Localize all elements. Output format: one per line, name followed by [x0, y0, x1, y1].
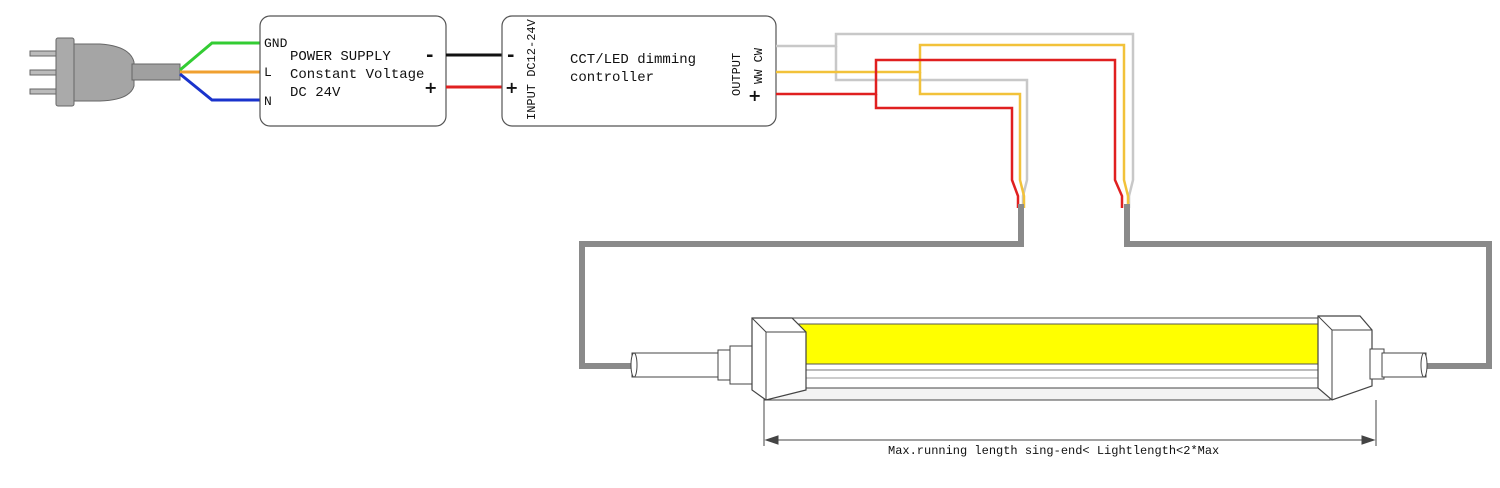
feed-cable — [579, 204, 1492, 369]
controller-channels-label: WW CW — [752, 47, 766, 84]
dimension-note: Max.running length sing-end< Lightlength… — [888, 444, 1219, 458]
cw-wire-branch — [834, 46, 1029, 208]
led-light-strip — [795, 323, 1321, 365]
controller-input-plus: + — [505, 78, 518, 97]
ww-wire — [776, 43, 1130, 208]
dc-wires — [446, 53, 502, 89]
controller-title-line1: CCT/LED dimming — [570, 52, 696, 68]
output-wires — [776, 32, 1135, 208]
ww-wire-branch — [918, 72, 1026, 208]
gnd-terminal-label: GND — [264, 36, 288, 51]
power-supply-title: POWER SUPPLY — [290, 49, 391, 65]
controller-title-line2: controller — [570, 70, 654, 86]
power-supply-minus-terminal: - — [426, 45, 433, 66]
plus-wire — [776, 58, 1124, 208]
led-neon-bar — [630, 315, 1428, 401]
controller-input-minus: - — [507, 45, 514, 66]
controller-box: INPUT DC12-24V - + CCT/LED dimming contr… — [501, 15, 777, 127]
power-supply-line3: DC 24V — [290, 85, 341, 101]
power-supply-plus-terminal: + — [424, 78, 437, 97]
neutral-wire — [179, 72, 262, 102]
controller-output-label: OUTPUT — [730, 53, 744, 96]
mains-wires — [179, 41, 262, 102]
power-plug-icon — [29, 37, 181, 107]
gnd-wire — [179, 41, 262, 72]
dimension-line — [763, 400, 1377, 446]
live-terminal-label: L — [264, 65, 272, 80]
controller-output-plus: + — [748, 86, 761, 105]
neutral-terminal-label: N — [264, 94, 272, 109]
power-supply-box: GND L N POWER SUPPLY Constant Voltage DC… — [259, 15, 447, 127]
plus-wire-branch — [874, 94, 1020, 208]
controller-input-label: INPUT DC12-24V — [525, 18, 539, 120]
power-supply-line2: Constant Voltage — [290, 67, 424, 83]
